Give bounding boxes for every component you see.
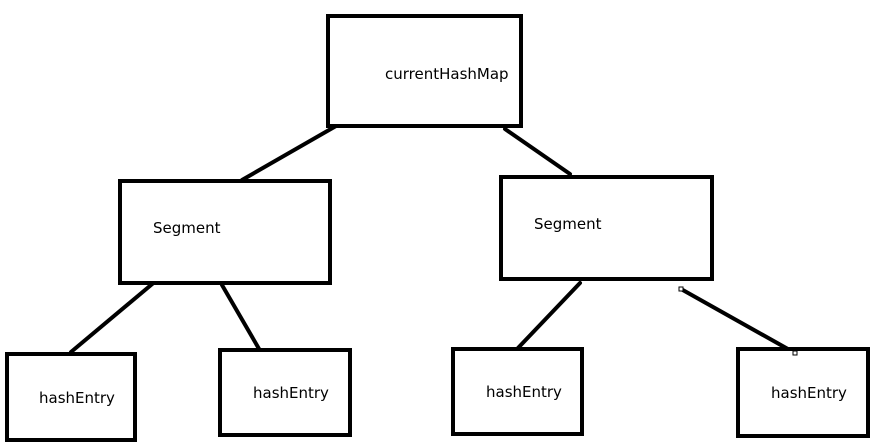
- entry-node-1-label: hashEntry: [39, 389, 115, 407]
- entry-node-1-box: [5, 352, 137, 442]
- entry-node-1: hashEntry: [5, 352, 137, 442]
- entry-node-2: hashEntry: [218, 348, 352, 437]
- entry-node-4-label: hashEntry: [771, 384, 847, 402]
- entry-node-3: hashEntry: [451, 347, 584, 436]
- edge-root-segment-right: [503, 127, 572, 176]
- entry-node-2-label: hashEntry: [253, 384, 329, 402]
- root-node: currentHashMap: [326, 14, 523, 128]
- edge-segment-left-entry-2: [220, 283, 264, 356]
- segment-node-right: Segment: [499, 175, 714, 281]
- entry-node-4-box: [736, 347, 870, 438]
- edge-segment-left-entry-1: [69, 278, 159, 354]
- edge-root-segment-left: [240, 124, 338, 182]
- edge-segment-right-entry-4: [679, 287, 797, 355]
- entry-node-3-box: [451, 347, 584, 436]
- segment-node-right-label: Segment: [534, 215, 602, 233]
- root-node-label: currentHashMap: [385, 65, 509, 83]
- segment-node-right-box: [499, 175, 714, 281]
- entry-node-3-label: hashEntry: [486, 383, 562, 401]
- entry-node-4: hashEntry: [736, 347, 870, 438]
- connector-handle-start[interactable]: [678, 286, 684, 292]
- segment-node-left-label: Segment: [153, 219, 221, 237]
- connector-handle-end[interactable]: [792, 350, 798, 356]
- root-node-box: [326, 14, 523, 128]
- entry-node-2-box: [218, 348, 352, 437]
- segment-node-left-box: [118, 179, 332, 285]
- edge-segment-right-entry-3: [516, 281, 582, 350]
- segment-node-left: Segment: [118, 179, 332, 285]
